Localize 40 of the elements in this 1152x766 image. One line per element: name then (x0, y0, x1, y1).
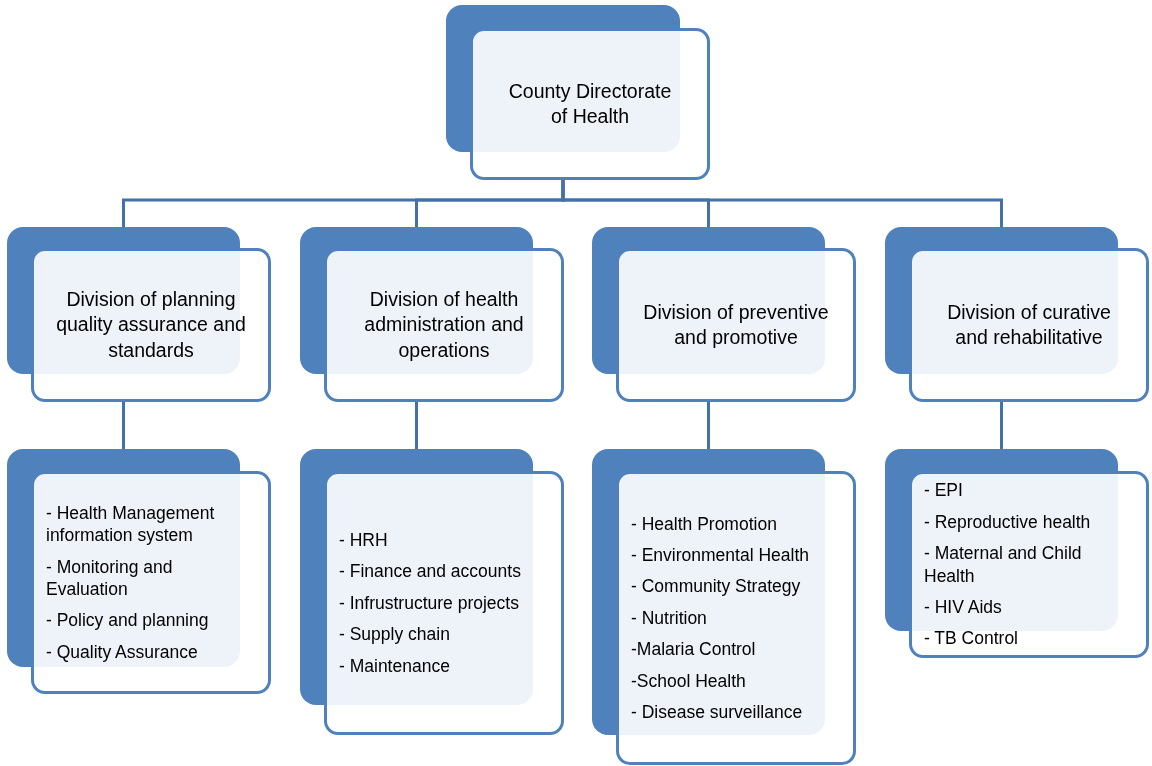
duty-item: - Nutrition (631, 606, 708, 630)
duty-item: - Environmental Health (631, 544, 810, 567)
duty-item: - Health Management information system (46, 501, 216, 547)
connector-line (122, 402, 125, 449)
duty-item: - Disease surveillance (631, 700, 804, 724)
org-unit-box (300, 227, 564, 402)
duty-item: - Monitoring and Evaluation (46, 555, 174, 601)
connector-line (707, 402, 710, 449)
duty-item: -School Health (631, 669, 747, 692)
org-unit-box (446, 5, 710, 180)
org-unit-box (7, 449, 271, 694)
unit-title: County Directorate of Health (507, 78, 673, 129)
duty-item: - Policy and planning (46, 609, 210, 632)
duty-item: - Quality Assurance (46, 640, 199, 664)
duty-item: - HIV Aids (924, 595, 1003, 619)
org-unit-box (592, 227, 856, 402)
unit-title: Division of health administration and operations (363, 287, 525, 363)
org-unit-box (885, 227, 1149, 402)
duty-item: - Health Promotion (631, 512, 778, 535)
unit-title: Division of planning quality assurance and standards (56, 287, 246, 363)
unit-title: Division of curative and rehabilitative (946, 299, 1112, 350)
unit-title: Division of preventive and promotive (642, 299, 830, 350)
org-unit-box (7, 227, 271, 402)
duty-item: - TB Control (924, 627, 1019, 650)
duty-item: -Malaria Control (631, 638, 757, 661)
duty-item: - HRH (339, 529, 389, 552)
connector-line (415, 402, 418, 449)
duty-item: - Maternal and Child Health (924, 542, 1083, 587)
connector-line (561, 180, 1003, 227)
duty-item: - EPI (924, 479, 964, 502)
org-unit-box (885, 449, 1149, 658)
duty-item: - Infrustructure projects (339, 591, 520, 615)
duty-item: - Reproductive health (924, 510, 1092, 534)
duty-item: - Community Strategy (631, 575, 802, 598)
duty-item: - Supply chain (339, 623, 451, 646)
duty-item: - Maintenance (339, 654, 451, 677)
duty-item: - Finance and accounts (339, 560, 522, 583)
org-unit-box (592, 449, 856, 765)
org-unit-box (300, 449, 564, 735)
connector-line (1000, 402, 1003, 449)
